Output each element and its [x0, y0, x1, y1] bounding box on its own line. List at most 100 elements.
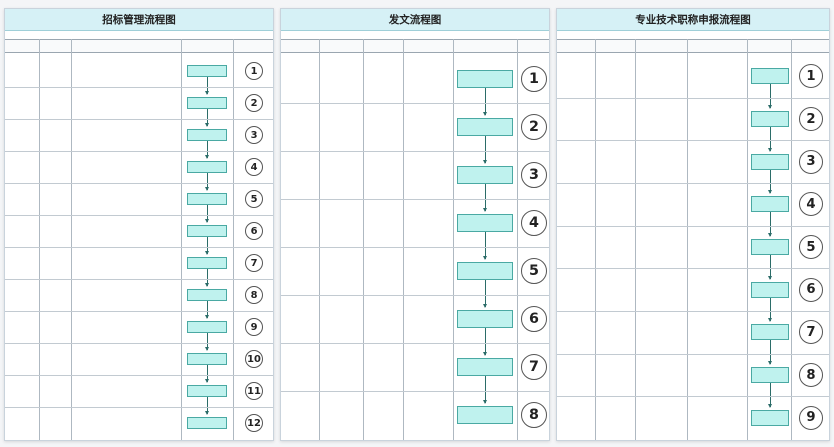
step-detail-text	[405, 154, 451, 196]
header-cell	[5, 40, 39, 52]
step-number-badge: 9	[799, 405, 823, 430]
step-number-badge: 5	[799, 235, 823, 259]
step-number-badge: 8	[799, 363, 823, 387]
flow-arrow	[483, 376, 487, 404]
step-number-badge: 9	[245, 318, 263, 336]
step-owner-text	[41, 193, 71, 207]
flow-node	[751, 409, 789, 426]
row-divider	[557, 97, 829, 99]
step-number-badge: 10	[245, 350, 263, 368]
step-detail-text	[689, 186, 745, 223]
flow-node	[457, 262, 513, 280]
flow-arrow	[205, 301, 209, 319]
flow-arrow	[205, 269, 209, 287]
flow-node	[187, 385, 227, 397]
step-output-text	[7, 257, 37, 271]
step-output-text	[597, 241, 633, 255]
flow-node	[187, 161, 227, 173]
row-divider	[557, 396, 829, 398]
flow-node	[187, 289, 227, 301]
step-number-badge: 6	[521, 306, 547, 332]
step-detail-text	[405, 394, 451, 436]
header-cell	[233, 40, 275, 52]
step-output-text	[7, 289, 37, 303]
step-number-badge: 5	[245, 190, 263, 208]
step-detail-text	[405, 298, 451, 340]
row-divider	[281, 247, 549, 248]
step-owner-text	[637, 241, 685, 255]
step-number-badge: 6	[799, 277, 823, 302]
panel-title: 专业技术职称申报流程图	[557, 9, 829, 31]
flow-node	[187, 417, 227, 429]
header-cell	[181, 40, 233, 52]
step-owner-text	[365, 121, 401, 135]
flow-arrow	[205, 397, 209, 415]
flow-arrow	[768, 169, 772, 194]
step-owner-text	[41, 417, 71, 431]
step-number-badge: 12	[245, 414, 263, 432]
step-detail-text	[689, 143, 745, 180]
header-cell	[39, 40, 71, 52]
step-owner-text	[637, 326, 685, 340]
step-detail-text	[75, 410, 179, 436]
flow-node	[457, 166, 513, 184]
row-divider	[5, 87, 273, 88]
step-detail-text	[75, 346, 179, 372]
step-detail-text	[75, 90, 179, 116]
flow-node	[751, 153, 789, 170]
flow-arrow	[483, 184, 487, 212]
flow-node	[187, 321, 227, 333]
flow-node	[457, 214, 513, 232]
row-divider	[5, 407, 273, 408]
flow-node	[187, 193, 227, 205]
flow-node	[187, 65, 227, 77]
step-output-text	[7, 385, 37, 399]
step-detail-text	[689, 314, 745, 351]
step-detail-text	[75, 154, 179, 180]
step-number-badge: 6	[245, 222, 263, 240]
flow-arrow	[483, 328, 487, 356]
step-number-badge: 7	[799, 320, 823, 345]
flow-node	[751, 367, 789, 383]
flow-arrow	[205, 333, 209, 351]
step-owner-text	[365, 73, 401, 87]
step-output-text	[283, 73, 317, 87]
row-divider	[281, 391, 549, 392]
row-divider	[557, 268, 829, 270]
step-owner-text	[41, 385, 71, 399]
row-divider	[5, 375, 273, 376]
step-output-text	[597, 113, 633, 127]
step-number-badge: 1	[245, 62, 263, 80]
table-header-row	[5, 39, 273, 53]
flow-node	[457, 406, 513, 424]
step-output-text	[283, 265, 317, 279]
table-header-row	[557, 39, 829, 53]
step-number-badge: 7	[245, 254, 263, 272]
header-cell	[281, 40, 319, 52]
row-divider	[557, 353, 829, 355]
row-divider	[281, 343, 549, 344]
flow-arrow	[205, 205, 209, 223]
step-owner-text	[637, 369, 685, 383]
step-output-text	[283, 121, 317, 135]
step-output-text	[7, 321, 37, 335]
step-owner-text	[637, 70, 685, 84]
step-output-text	[7, 225, 37, 239]
flow-arrow	[483, 88, 487, 116]
step-detail-text	[405, 58, 451, 100]
step-output-text	[7, 353, 37, 367]
step-detail-text	[405, 250, 451, 292]
step-number-badge: 1	[521, 66, 547, 92]
step-output-text	[7, 193, 37, 207]
header-cell	[557, 40, 595, 52]
step-detail-text	[75, 122, 179, 148]
row-divider	[557, 225, 829, 227]
step-detail-text	[405, 202, 451, 244]
flow-arrow	[205, 109, 209, 127]
step-output-text	[7, 97, 37, 111]
step-owner-text	[365, 361, 401, 375]
panel-title: 发文流程图	[281, 9, 549, 31]
row-divider	[281, 151, 549, 152]
step-detail-text	[405, 346, 451, 388]
